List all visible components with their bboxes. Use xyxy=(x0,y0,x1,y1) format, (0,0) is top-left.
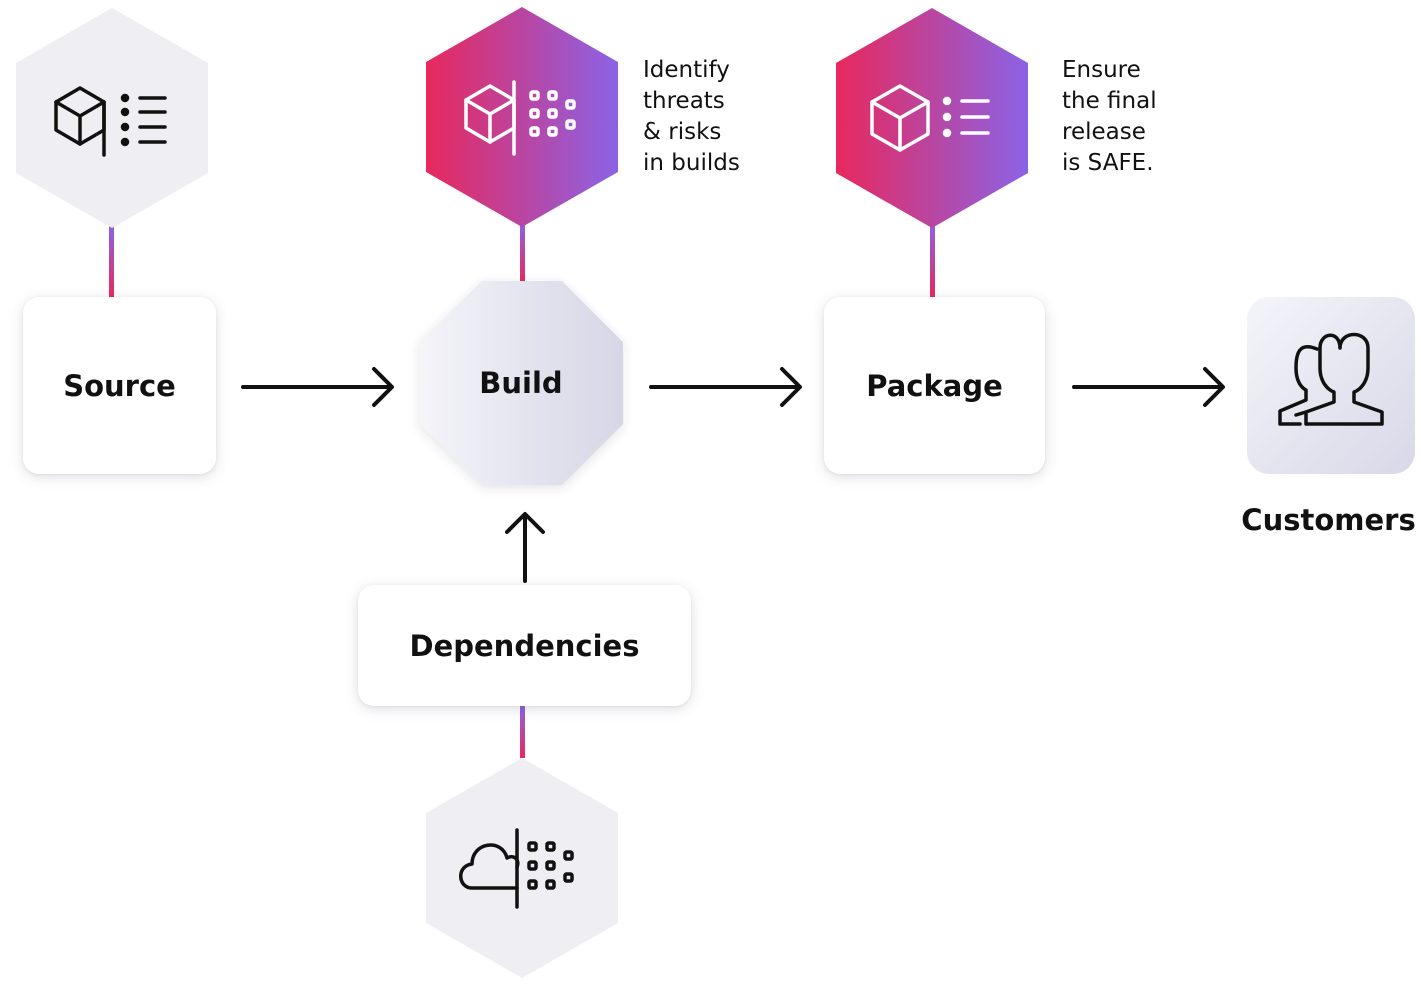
users-icon xyxy=(1278,332,1384,426)
package-label: Package xyxy=(866,368,1003,403)
customers-label: Customers xyxy=(1241,503,1416,537)
package-note: Ensure the final release is SAFE. xyxy=(1062,57,1157,176)
package-hexagon xyxy=(836,8,1028,228)
build-note: Identify threats & risks in builds xyxy=(643,57,740,176)
arrow-package-to-customers xyxy=(1072,367,1225,407)
cube-list-icon xyxy=(870,84,990,152)
source-node: Source xyxy=(23,297,216,474)
dependencies-label: Dependencies xyxy=(409,628,640,663)
connector-build xyxy=(520,222,525,282)
connector-source xyxy=(109,225,114,297)
build-label: Build xyxy=(479,366,563,400)
dependencies-hexagon xyxy=(426,758,618,978)
cloud-scan-icon xyxy=(459,828,574,909)
package-node: Package xyxy=(824,297,1045,474)
arrow-build-to-package xyxy=(649,367,802,407)
source-hexagon xyxy=(16,8,208,228)
cube-list-icon xyxy=(54,86,167,157)
cube-scan-icon xyxy=(464,80,576,156)
connector-package xyxy=(930,222,935,297)
build-hexagon xyxy=(426,7,618,227)
customers-tile xyxy=(1247,297,1415,474)
connector-dependencies xyxy=(520,706,525,758)
dependencies-node: Dependencies xyxy=(358,585,691,706)
arrow-dependencies-to-build xyxy=(505,512,545,583)
source-label: Source xyxy=(63,368,176,403)
build-octagon xyxy=(419,281,623,485)
arrow-source-to-build xyxy=(241,367,394,407)
